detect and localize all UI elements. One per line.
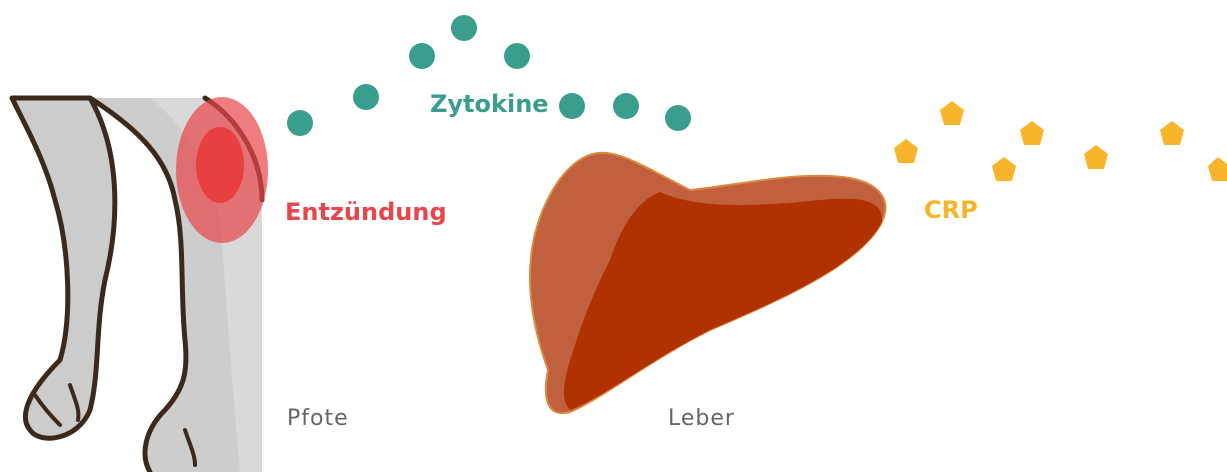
crp-pentagon xyxy=(992,157,1016,181)
cytokine-dot xyxy=(287,110,313,136)
inflammation-inner xyxy=(196,127,244,203)
label-paw: Pfote xyxy=(287,406,349,431)
back-leg xyxy=(12,98,115,438)
crp-pentagon xyxy=(1208,157,1227,181)
label-inflammation: Entzündung xyxy=(285,198,447,226)
cytokine-dot xyxy=(665,105,691,131)
cytokine-dot xyxy=(353,84,379,110)
crp-pentagon xyxy=(940,101,964,125)
crp-pentagons xyxy=(894,101,1227,181)
inflammation-marker xyxy=(176,97,268,243)
crp-pentagon xyxy=(1160,121,1184,145)
cytokine-dot xyxy=(559,93,585,119)
label-liver: Leber xyxy=(668,406,735,431)
cytokine-dot xyxy=(613,93,639,119)
label-cytokines: Zytokine xyxy=(430,90,549,118)
label-crp: CRP xyxy=(924,196,978,224)
crp-pentagon xyxy=(894,139,918,163)
liver-illustration xyxy=(530,153,885,413)
cytokine-dot xyxy=(504,43,530,69)
cytokine-dot xyxy=(451,15,477,41)
crp-pentagon xyxy=(1084,145,1108,169)
cytokine-dot xyxy=(409,43,435,69)
crp-pentagon xyxy=(1020,121,1044,145)
